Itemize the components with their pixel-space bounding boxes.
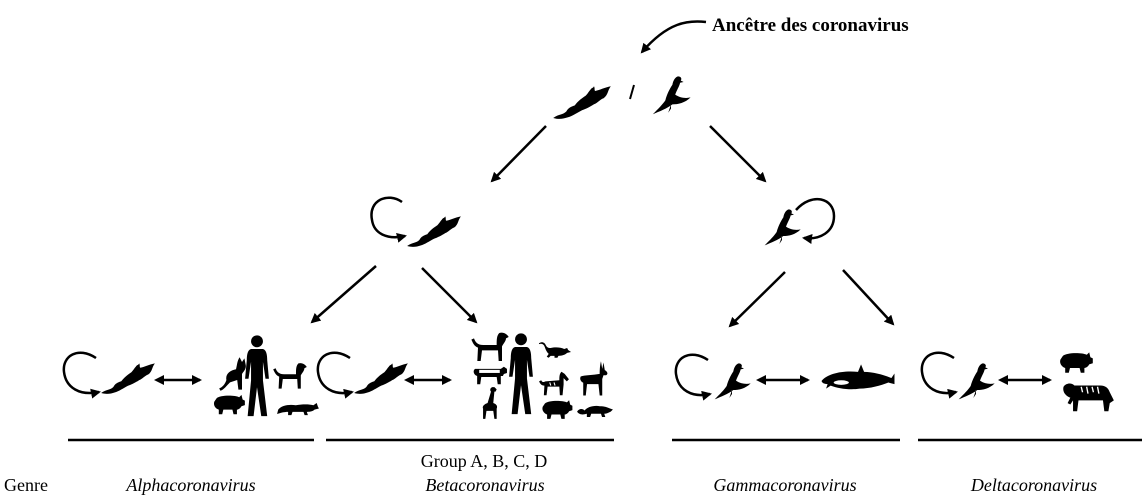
arrow-to-gamma (728, 271, 786, 328)
pig-icon (1060, 352, 1093, 373)
beta-group-subtitle: Group A, B, C, D (420, 451, 548, 471)
bat-self-loop (370, 196, 407, 243)
genus-beta: Betacoronavirus (425, 475, 545, 495)
ancestor-title: Ancêtre des coronavirus (712, 15, 909, 36)
human-icon (245, 335, 269, 417)
bird-icon (714, 363, 751, 400)
genus-alpha: Alphacoronavirus (126, 475, 256, 495)
pig-icon (213, 394, 245, 415)
ancestor-arrow (640, 20, 707, 54)
dog-icon (471, 332, 509, 361)
bat-icon (407, 216, 461, 247)
ancestor-split-mark (629, 84, 635, 100)
beta-self-loop (316, 351, 354, 399)
rat-icon (538, 342, 572, 358)
genre-row-label: Genre (4, 475, 48, 495)
bat-icon (101, 363, 155, 394)
bird-icon (652, 76, 691, 115)
ferret-icon (277, 403, 319, 416)
cat-icon (219, 357, 246, 391)
pig-icon (542, 400, 573, 419)
dog-icon (273, 363, 307, 389)
antelope-icon (580, 361, 608, 396)
gamma-self-loop (674, 353, 712, 401)
arrow-to-bird-branch (709, 125, 767, 183)
mongoose-icon (577, 405, 613, 418)
cow-icon (473, 366, 507, 385)
arrow-to-bat-branch (490, 125, 547, 183)
bird-self-loop (795, 197, 836, 244)
bat-icon (553, 86, 611, 119)
genus-delta: Deltacoronavirus (970, 475, 1098, 495)
arrow-to-delta (842, 269, 895, 326)
bird-icon (764, 209, 801, 246)
human-icon (509, 333, 533, 415)
tiger-icon (1062, 382, 1115, 412)
giraffe-icon (482, 387, 498, 419)
whale-icon (821, 364, 895, 390)
bird-icon (958, 363, 995, 400)
alpha-self-loop (62, 351, 101, 399)
arrow-to-alpha (310, 265, 377, 324)
delta-self-loop (920, 351, 958, 399)
arrow-to-beta (421, 267, 478, 324)
horse-icon (538, 371, 570, 396)
genus-gamma: Gammacoronavirus (713, 475, 857, 495)
bat-icon (354, 363, 408, 394)
